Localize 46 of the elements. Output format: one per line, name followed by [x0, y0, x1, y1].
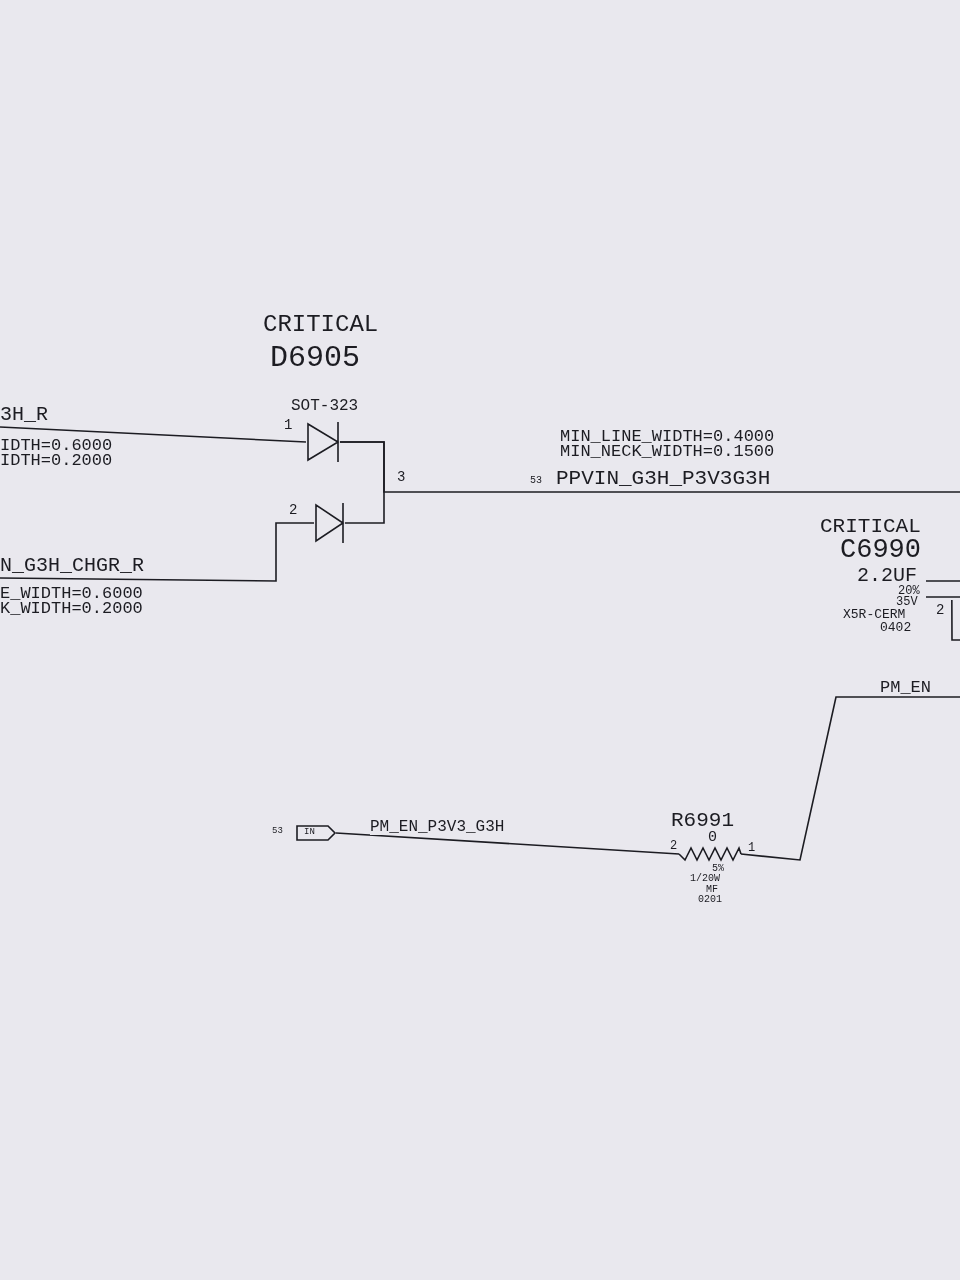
wire — [339, 441, 960, 493]
net-label: PPVIN_G3H_P3V3G3H — [556, 468, 771, 489]
property-text: 20% — [898, 585, 920, 597]
wire — [335, 832, 680, 855]
value-label: 0 — [708, 830, 717, 845]
pin-number: 1 — [284, 418, 293, 432]
wire — [0, 426, 307, 443]
wire — [951, 599, 960, 641]
component-label: D6905 — [270, 343, 360, 373]
resistor-symbol — [679, 846, 741, 862]
pin-number: 2 — [670, 840, 678, 852]
property-text: X5R-CERM — [843, 608, 906, 621]
diode-symbol — [306, 422, 340, 462]
pin-number: 1 — [748, 842, 756, 854]
value-label: 2.2UF — [857, 566, 917, 586]
diode-symbol — [314, 503, 345, 543]
wire — [0, 522, 315, 582]
property-text: E_WIDTH=0.6000 — [0, 585, 143, 602]
package-label: 0402 — [880, 621, 912, 634]
component-label: C6990 — [840, 537, 921, 564]
net-label: N_G3H_CHGR_R — [0, 556, 145, 576]
page-reference: 53 — [530, 476, 542, 486]
package-label: 0201 — [698, 895, 722, 905]
component-label: CRITICAL — [263, 313, 379, 337]
property-text: 35V — [896, 596, 918, 608]
page-reference: 53 — [272, 827, 283, 836]
property-text: IDTH=0.2000 — [0, 452, 113, 469]
net-label: PM_EN — [880, 679, 931, 696]
capacitor-symbol — [926, 578, 960, 600]
property-text: MF — [706, 885, 718, 895]
component-label: CRITICAL — [820, 516, 921, 537]
property-text: 5% — [712, 864, 724, 874]
property-text: IDTH=0.6000 — [0, 437, 113, 454]
package-label: SOT-323 — [291, 398, 359, 414]
component-label: R6991 — [671, 810, 734, 831]
pin-number: 2 — [936, 603, 945, 617]
pin-number: 2 — [289, 503, 298, 517]
property-text: K_WIDTH=0.2000 — [0, 600, 143, 617]
property-text: MIN_LINE_WIDTH=0.4000 — [560, 428, 775, 445]
net-label: PM_EN_P3V3_G3H — [370, 819, 505, 835]
property-text: MIN_NECK_WIDTH=0.1500 — [560, 443, 775, 460]
port-flag: IN — [296, 825, 336, 841]
property-text: 1/20W — [690, 874, 720, 884]
pin-number: 3 — [397, 470, 406, 484]
net-label: 3H_R — [0, 405, 48, 425]
wire — [740, 696, 960, 861]
